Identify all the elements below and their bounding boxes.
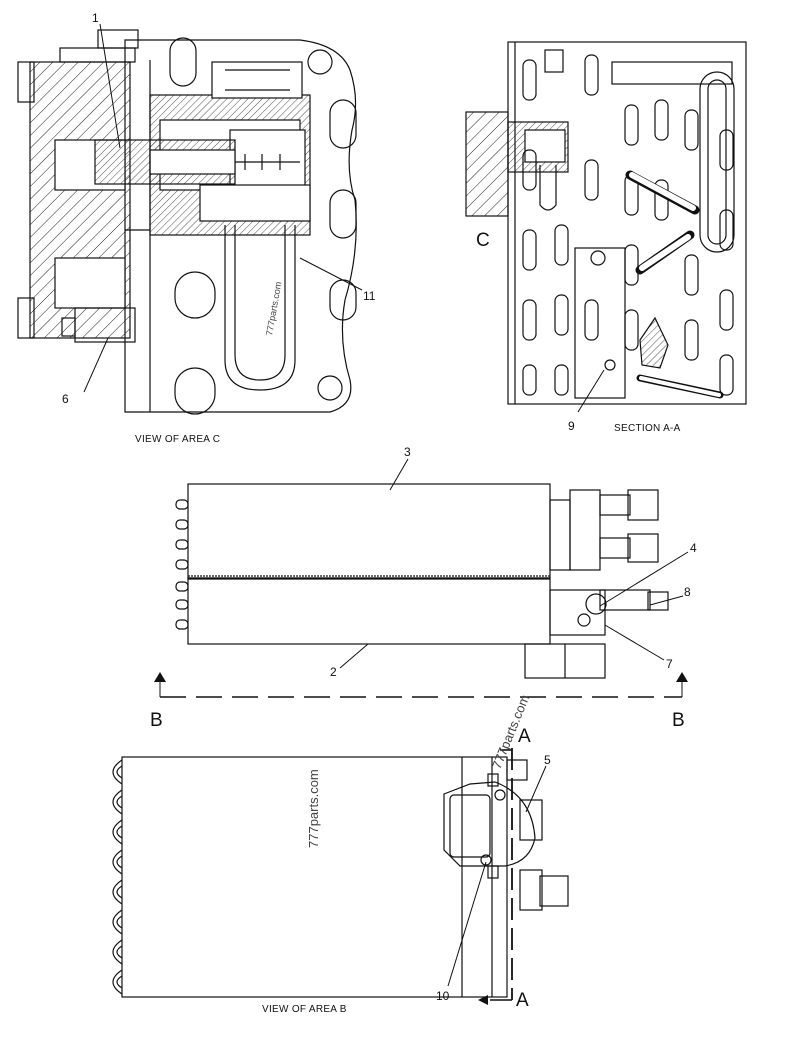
marker-c: C: [476, 230, 490, 251]
watermark-area-c: 777parts.com: [264, 281, 283, 336]
marker-b-right: B: [672, 710, 685, 731]
callout-2: 2: [330, 665, 337, 679]
watermark-area-b: 777parts.com: [306, 769, 321, 848]
callout-10: 10: [436, 989, 450, 1003]
section-a-a: [465, 41, 747, 405]
callout-1: 1: [92, 11, 99, 25]
core-tubes-c: [169, 37, 357, 415]
callout-3: 3: [404, 445, 411, 459]
callout-6: 6: [62, 392, 69, 406]
caption-view-area-b: VIEW OF AREA B: [262, 1004, 347, 1015]
callout-5: 5: [544, 753, 551, 767]
callout-4: 4: [690, 541, 697, 555]
leaders-side-view: [159, 458, 689, 698]
side-view: [175, 483, 669, 679]
caption-view-area-c: VIEW OF AREA C: [135, 434, 220, 445]
marker-b-left: B: [150, 710, 163, 731]
caption-section-a-a: SECTION A-A: [614, 423, 681, 434]
marker-a-top: A: [518, 726, 531, 747]
core-tubes-a: [522, 54, 734, 396]
marker-a-bottom: A: [516, 990, 529, 1011]
leaders-section-a-a: [577, 369, 605, 413]
leaders-area-b: [447, 765, 547, 987]
callout-11: 11: [363, 289, 376, 303]
callout-8: 8: [684, 585, 691, 599]
leaders-area-c: [83, 23, 363, 393]
coil-bends: [112, 759, 123, 995]
view-area-c: [17, 29, 357, 415]
view-area-b: [112, 748, 569, 1001]
callout-9: 9: [568, 419, 575, 433]
callout-7: 7: [666, 657, 673, 671]
left-tube-ends: [175, 499, 189, 630]
